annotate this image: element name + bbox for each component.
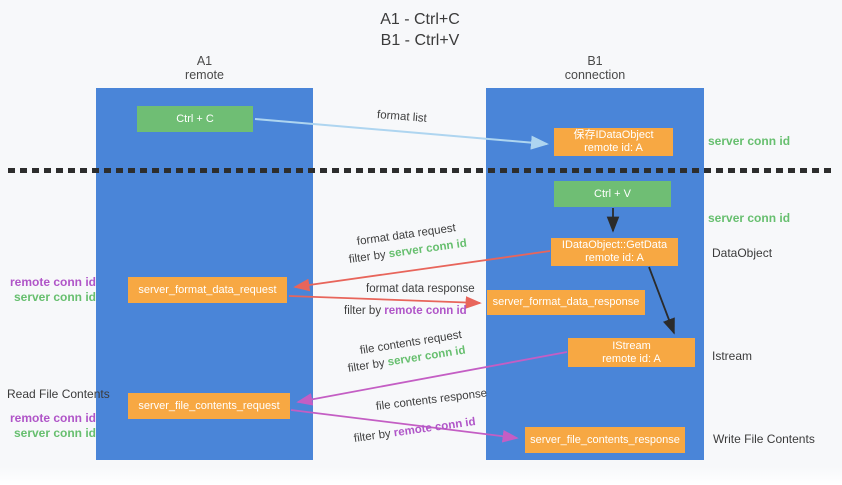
right-server-conn-id-1: server conn id (708, 134, 791, 148)
node-ctrl-v: Ctrl + V (554, 181, 671, 207)
label-filter-by-remote-conn-id-2: filter by remote conn id (353, 416, 476, 445)
left-server-conn-id-2: server conn id (13, 426, 96, 440)
node-format-request-label: server_format_data_request (138, 283, 277, 296)
node-idataobject-getdata: IDataObject::GetData remote id: A (551, 238, 678, 266)
node-istream: IStream remote id: A (568, 338, 695, 367)
filter-prefix-2: filter by (344, 305, 382, 317)
node-file-request-label: server_file_contents_request (138, 399, 280, 412)
right-server-conn-id-2: server conn id (708, 211, 791, 225)
label-format-list: format list (376, 109, 428, 125)
node-ctrl-c: Ctrl + C (137, 106, 253, 132)
istream-label: Istream (712, 349, 753, 363)
left-conn-id-pair-1: remote conn id server conn id (0, 275, 96, 305)
node-file-response-label: server_file_contents_response (530, 433, 680, 446)
node-getdata-line1: IDataObject::GetData (561, 239, 668, 251)
filter-prefix-3: filter by (347, 357, 386, 375)
node-save-idataobject: 保存IDataObject remote id: A (554, 128, 673, 156)
title-line-1: A1 - Ctrl+C (380, 11, 460, 28)
arrow-format-data-response (288, 295, 482, 309)
node-getdata-line2: remote id: A (585, 252, 644, 264)
node-save-idataobject-line2: remote id: A (584, 142, 643, 154)
node-istream-line2: remote id: A (602, 352, 661, 365)
left-server-conn-id-1: server conn id (13, 290, 96, 304)
column-b-role: connection (564, 68, 626, 82)
label-file-contents-response: file contents response (375, 387, 488, 413)
node-server-format-data-request: server_format_data_request (128, 277, 287, 303)
filter-term-remote-1: remote conn id (384, 305, 467, 317)
filter-prefix-4: filter by (353, 427, 392, 445)
column-a-name: A1 (196, 54, 213, 68)
node-ctrl-v-label: Ctrl + V (594, 187, 631, 200)
node-server-file-contents-request: server_file_contents_request (128, 393, 290, 419)
dataobject-label: DataObject (712, 246, 773, 260)
clipboard-boundary-divider (8, 168, 836, 173)
column-a-header: A1 remote (96, 54, 313, 82)
filter-prefix-1: filter by (348, 248, 387, 266)
title-line-2: B1 - Ctrl+V (380, 32, 460, 49)
column-a-role: remote (185, 68, 224, 82)
node-ctrl-c-label: Ctrl + C (176, 112, 214, 125)
node-server-format-data-response: server_format_data_response (487, 290, 645, 315)
node-format-response-label: server_format_data_response (492, 296, 640, 308)
write-file-contents-label: Write File Contents (713, 432, 815, 446)
diagram-title: A1 - Ctrl+C B1 - Ctrl+V (300, 9, 540, 51)
node-server-file-contents-response: server_file_contents_response (525, 427, 685, 453)
left-remote-conn-id-2: remote conn id (9, 411, 96, 425)
filter-term-remote-2: remote conn id (393, 415, 477, 440)
node-save-idataobject-line1: 保存IDataObject (573, 129, 654, 141)
left-remote-conn-id-1: remote conn id (9, 275, 96, 289)
read-file-contents-label: Read File Contents (7, 387, 110, 401)
column-b-header: B1 connection (486, 54, 704, 82)
node-istream-line1: IStream (612, 339, 651, 352)
left-conn-id-pair-2: remote conn id server conn id (0, 411, 96, 441)
column-b-name: B1 (587, 54, 603, 68)
label-filter-by-remote-conn-id-1: filter by remote conn id (344, 305, 467, 317)
bottom-fade (0, 467, 842, 485)
label-format-data-response: format data response (366, 283, 475, 295)
